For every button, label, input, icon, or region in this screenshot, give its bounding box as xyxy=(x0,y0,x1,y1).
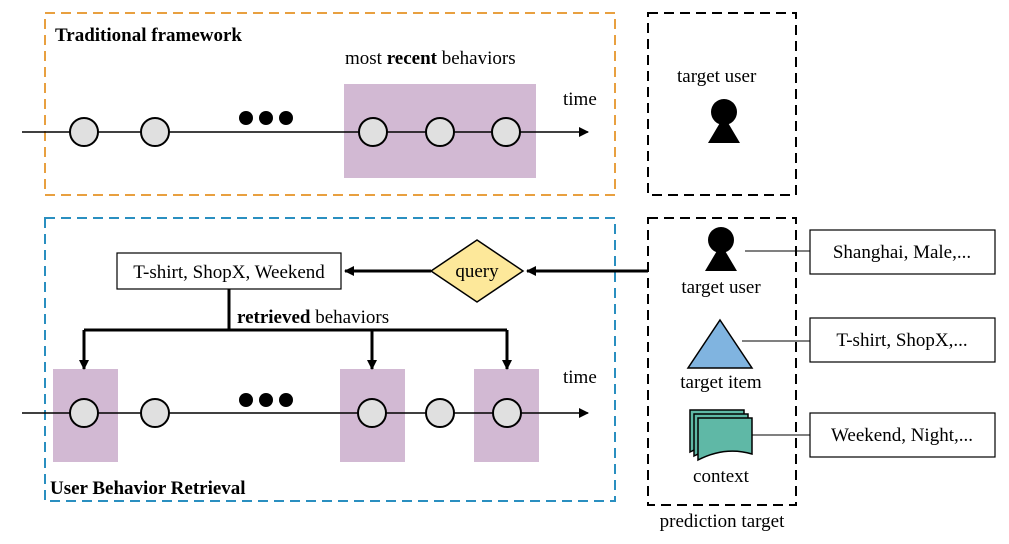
top-ellipsis-dot xyxy=(239,111,253,125)
user-icon xyxy=(705,227,737,271)
bottom-behavior-node xyxy=(425,398,455,428)
prediction-target-item-label: target item xyxy=(680,372,762,393)
bottom-ellipsis-dot xyxy=(239,393,253,407)
top-behavior-node xyxy=(140,117,170,147)
prediction-target-user-label: target user xyxy=(681,277,761,298)
query-label: query xyxy=(455,261,499,282)
prediction-target-caption: prediction target xyxy=(660,511,785,532)
top-recent-node xyxy=(491,117,521,147)
traditional-framework-title: Traditional framework xyxy=(55,25,242,46)
top-time-label: time xyxy=(563,89,597,110)
context-feature-text: Weekend, Night,... xyxy=(831,425,973,446)
retrieved-behaviors-label: retrieved behaviors xyxy=(237,307,389,328)
bottom-behavior-node xyxy=(140,398,170,428)
context-stack-icon xyxy=(689,409,753,462)
bottom-time-label: time xyxy=(563,367,597,388)
prediction-target-context-label: context xyxy=(693,466,750,487)
query-result-text: T-shirt, ShopX, Weekend xyxy=(133,262,325,283)
user-feature-text: Shanghai, Male,... xyxy=(833,242,971,263)
query-diamond xyxy=(429,239,525,303)
user-behavior-retrieval-title: User Behavior Retrieval xyxy=(50,478,246,499)
user-feature-box xyxy=(809,229,996,275)
top-behavior-node xyxy=(69,117,99,147)
top-ellipsis-dot xyxy=(259,111,273,125)
recent-behaviors-label: most recent behaviors xyxy=(345,48,516,69)
bottom-ellipsis-dot xyxy=(259,393,273,407)
bottom-behavior-node xyxy=(69,398,99,428)
context-feature-box xyxy=(809,412,996,458)
item-feature-text: T-shirt, ShopX,... xyxy=(836,330,967,351)
prediction-target-panel xyxy=(647,217,797,506)
bottom-ellipsis-dot xyxy=(279,393,293,407)
item-feature-box xyxy=(809,317,996,363)
top-target-user-panel xyxy=(647,12,797,196)
top-ellipsis-dot xyxy=(279,111,293,125)
top-recent-node xyxy=(425,117,455,147)
item-triangle-icon xyxy=(686,318,754,369)
user-icon xyxy=(708,99,740,143)
top-recent-node xyxy=(358,117,388,147)
bottom-behavior-node xyxy=(492,398,522,428)
query-result-box xyxy=(116,252,342,290)
top-target-user-label: target user xyxy=(677,66,757,87)
bottom-behavior-node xyxy=(357,398,387,428)
user-behavior-retrieval-panel xyxy=(44,217,616,502)
traditional-framework-panel xyxy=(44,12,616,196)
